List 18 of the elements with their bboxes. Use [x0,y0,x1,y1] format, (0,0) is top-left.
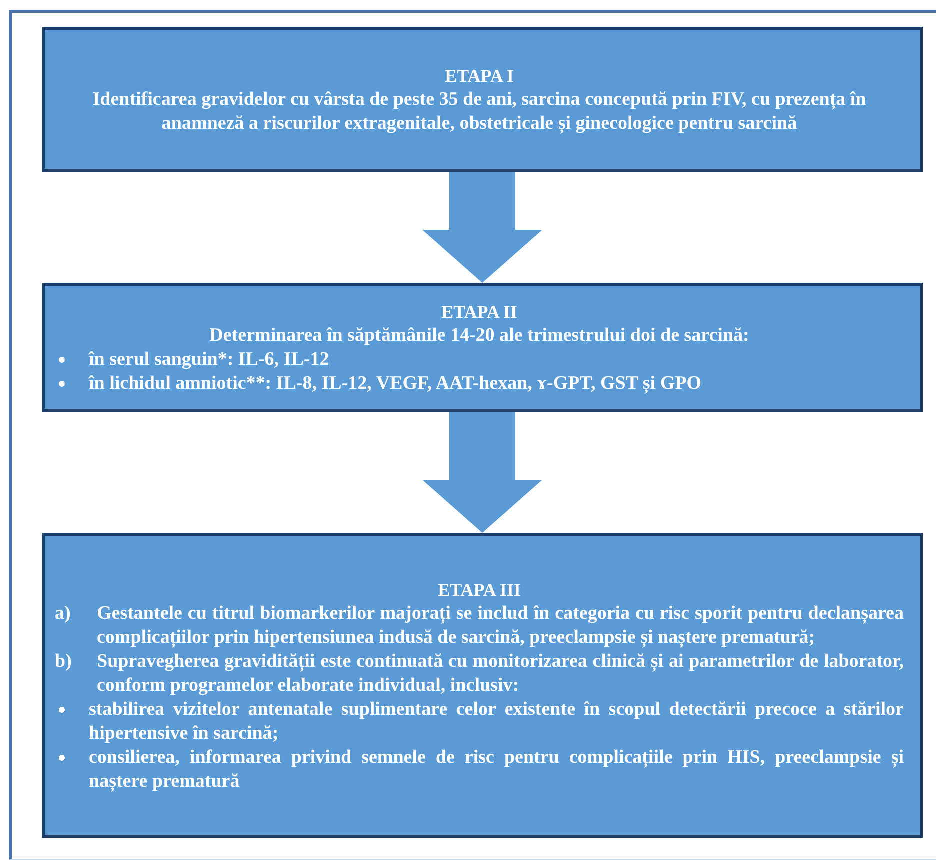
bullet-item-text: stabilirea vizitelor antenatale suplimentare celor existente în scopul detectării precoce a stărilor hipertensive în sarcină; [89,698,904,746]
list-item-text: Gestantele cu titrul biomarkerilor majorați se includ în categoria cu risc sporit pentru declanșarea complicațiilor prin hipertensiunea indusă de sarcină, preeclampsie și naștere prematură; [97,602,904,650]
list-item-text: Supravegherea gravidității este continuată cu monitorizarea clinică și ai parametrilor de laborator, conform programelor elaborate individual, inclusiv: [97,650,904,698]
stage-description: Identificarea gravidelor cu vârsta de peste 35 de ani, sarcina concepută prin FIV, cu prezența în anamneză a riscurilor extragenitale, obstetricale și ginecologice pentru sarcină [92,88,868,136]
block-arrow [422,412,542,533]
stage-heading: ETAPA I [444,64,515,88]
stage-heading: ETAPA III [437,578,522,602]
stage-description: Determinarea în săptămânile 14-20 ale trimestrului doi de sarcină: [208,324,750,348]
stage-box [42,27,923,172]
stage-heading: ETAPA II [440,300,518,324]
block-arrow [422,172,542,283]
bullet-item-text: în serul sanguin*: IL-6, IL-12 [89,348,330,372]
stage-box [42,533,923,838]
bullet-item-text: consilierea, informarea privind semnele de risc pentru complicațiile prin HIS, preeclampsie și naștere prematură [89,746,904,794]
list-marker: a) [55,602,72,626]
list-marker: b) [55,650,73,674]
bullet-item-text: în lichidul amniotic**: IL-8, IL-12, VEGF, AAT-hexan, ɤ-GPT, GST și GPO [89,372,702,396]
stage-box [42,283,923,412]
